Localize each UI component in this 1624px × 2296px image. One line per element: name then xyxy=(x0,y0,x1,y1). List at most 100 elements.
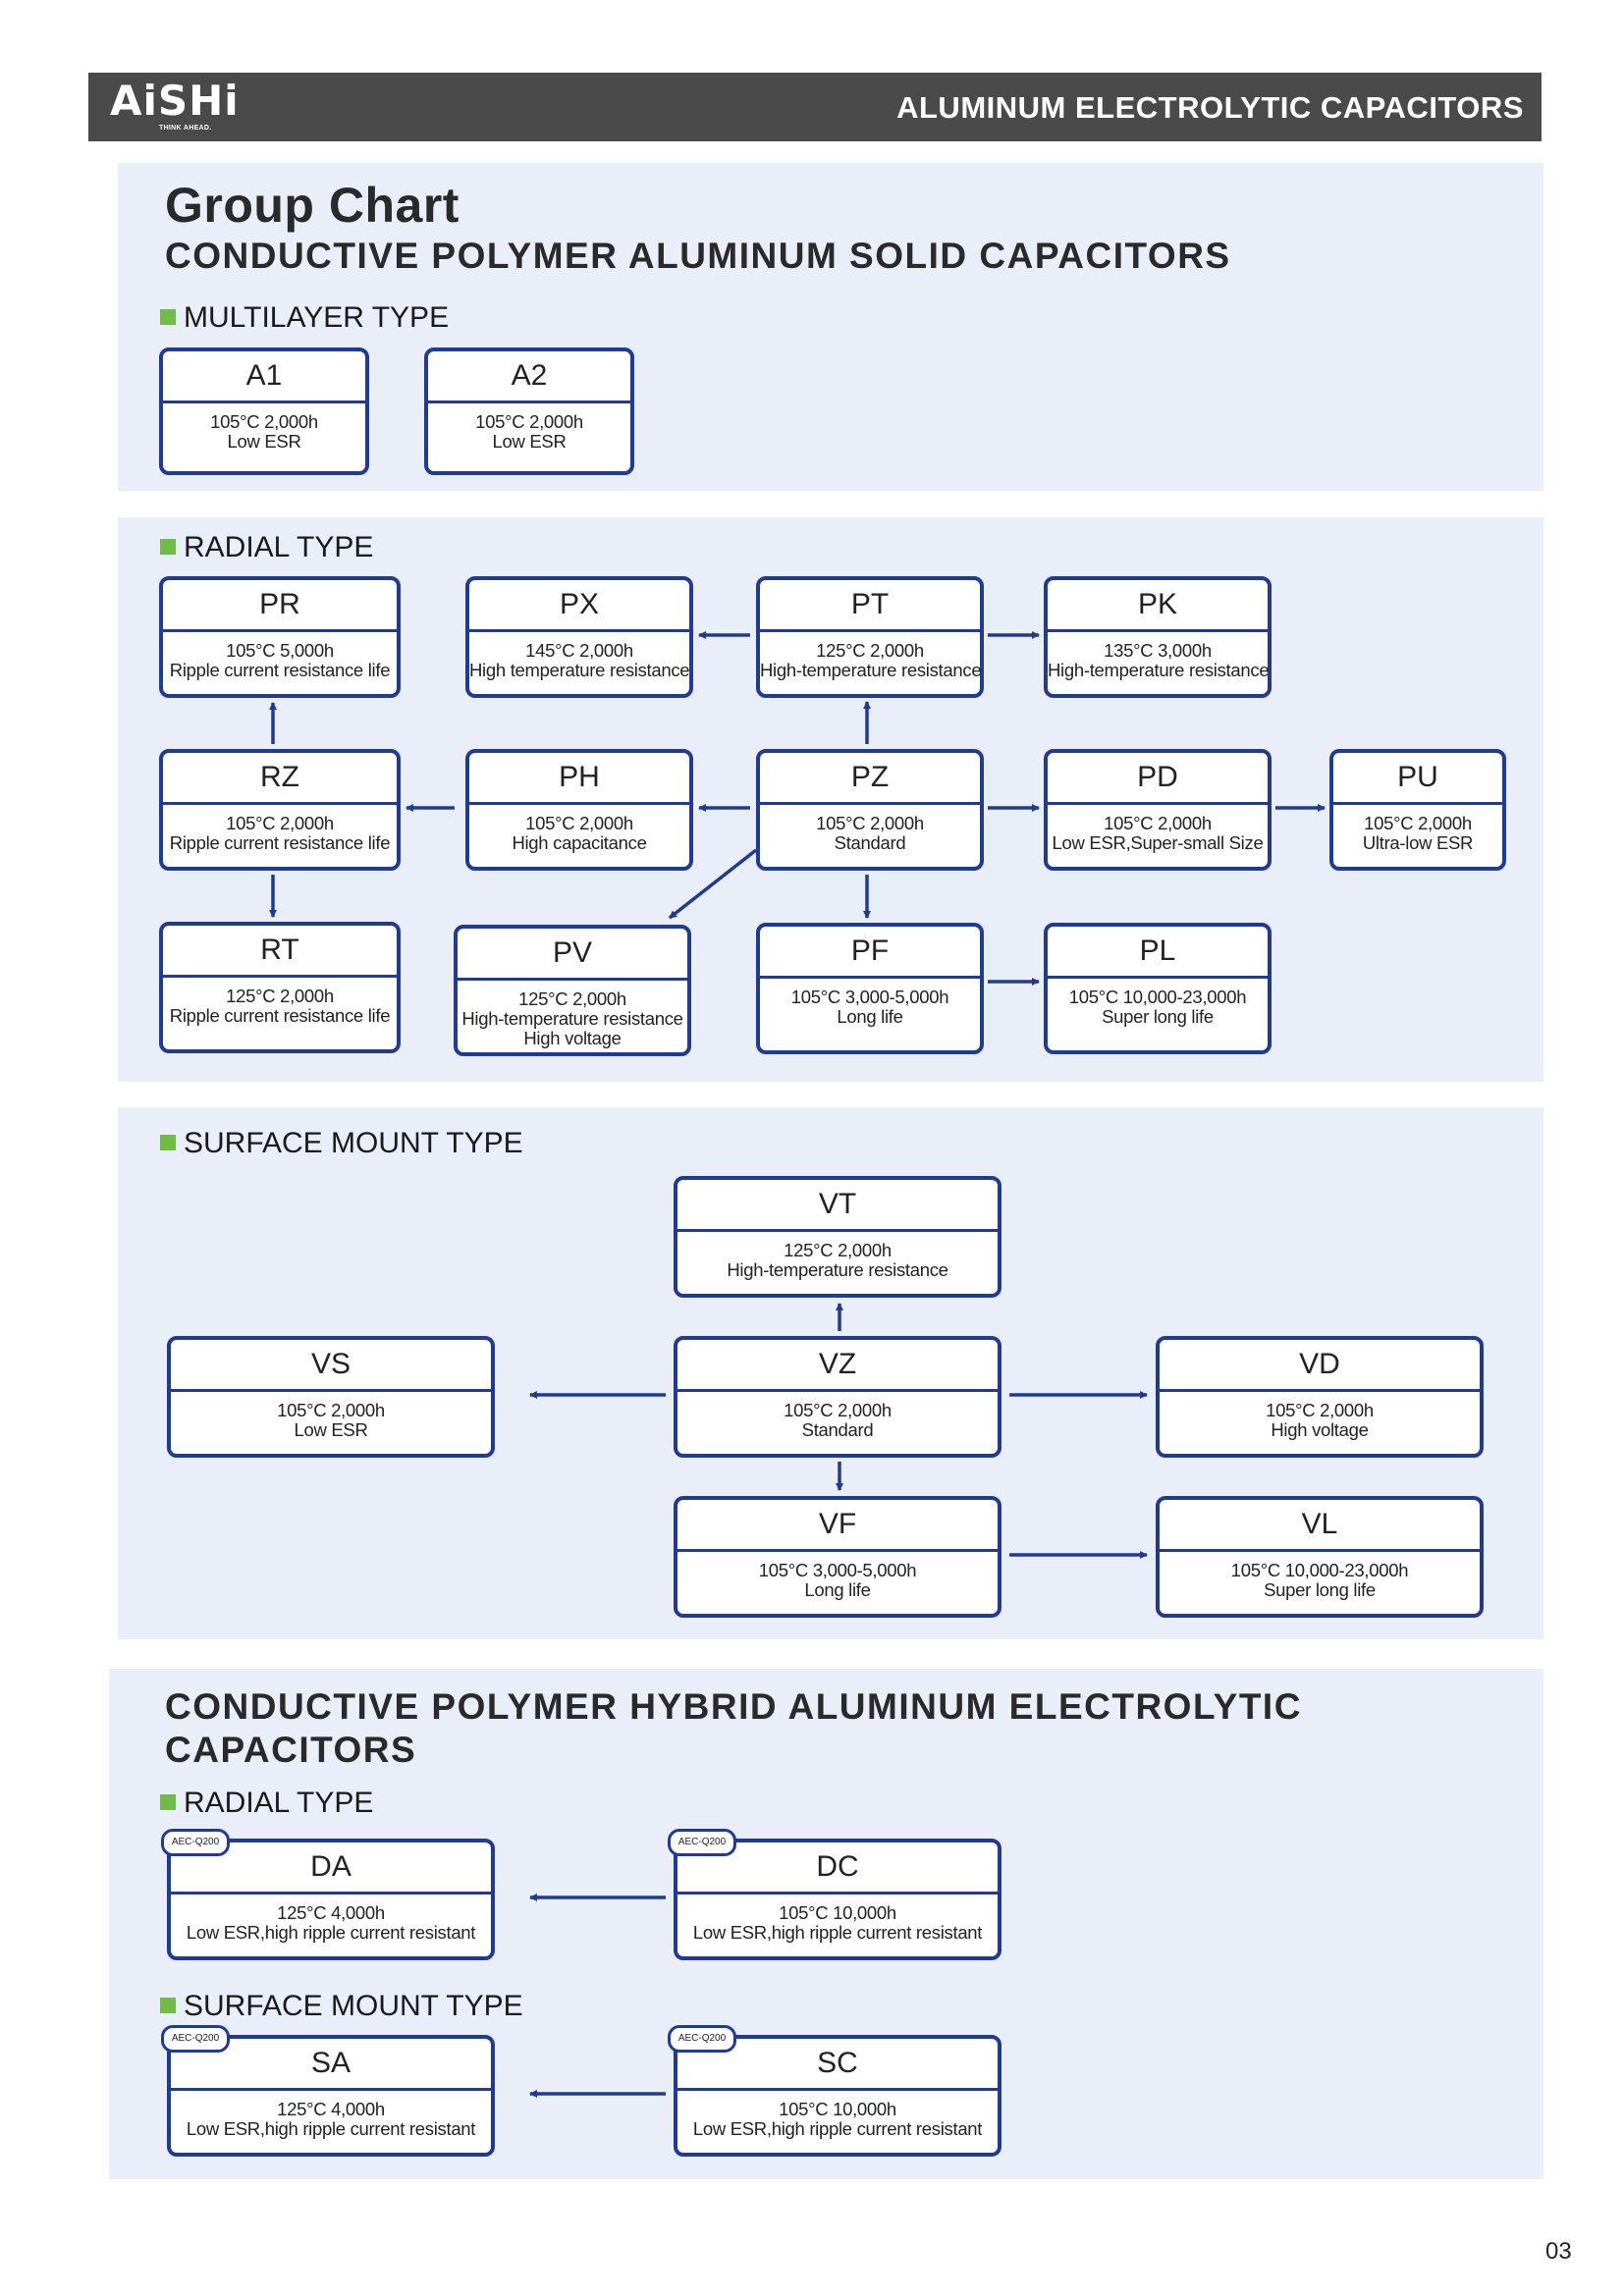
series-code: PV xyxy=(458,929,687,981)
series-box-pu[interactable]: PU 105°C 2,000h Ultra-low ESR xyxy=(1329,749,1506,871)
series-box-vd[interactable]: VD 105°C 2,000h High voltage xyxy=(1156,1336,1484,1458)
section-label-text: RADIAL TYPE xyxy=(184,531,374,563)
series-feature: Long life xyxy=(837,1006,903,1027)
series-rating: 105°C 2,000h xyxy=(1104,813,1212,833)
series-feature: High-temperature resistance xyxy=(461,1008,683,1029)
series-box-pk[interactable]: PK 135°C 3,000h High-temperature resista… xyxy=(1044,576,1272,698)
section-label-text: SURFACE MOUNT TYPE xyxy=(184,1127,523,1159)
series-feature: Super long life xyxy=(1264,1579,1376,1600)
series-feature: Standard xyxy=(834,832,906,853)
series-code: VD xyxy=(1160,1340,1480,1392)
series-box-vf[interactable]: VF 105°C 3,000-5,000h Long life xyxy=(674,1496,1001,1618)
series-code: SA xyxy=(171,2039,491,2091)
smt-label: SURFACE MOUNT TYPE xyxy=(160,1129,523,1158)
series-feature: Low ESR,high ripple current resistant xyxy=(692,1922,983,1943)
series-code: RT xyxy=(163,926,397,978)
aec-q200-badge: AEC-Q200 xyxy=(161,2025,230,2053)
series-rating: 105°C 2,000h xyxy=(816,813,924,833)
series-rating: 105°C 2,000h xyxy=(784,1400,892,1420)
series-box-pv[interactable]: PV 125°C 2,000h High-temperature resista… xyxy=(454,925,691,1056)
series-code: DA xyxy=(171,1842,491,1895)
series-rating: 105°C 10,000h xyxy=(779,2099,896,2119)
series-box-sa[interactable]: AEC-Q200 SA 125°C 4,000h Low ESR,high ri… xyxy=(161,2025,495,2157)
series-rating: 105°C 3,000-5,000h xyxy=(758,1560,917,1580)
series-feature: Low ESR xyxy=(294,1419,368,1440)
series-feature: Ripple current resistance life xyxy=(169,660,391,680)
series-feature: Long life xyxy=(804,1579,871,1600)
solid-heading: CONDUCTIVE POLYMER ALUMINUM SOLID CAPACI… xyxy=(165,236,1231,276)
series-box-vt[interactable]: VT 125°C 2,000h High-temperature resista… xyxy=(674,1176,1001,1298)
series-rating: 105°C 2,000h xyxy=(277,1400,385,1420)
series-box-vl[interactable]: VL 105°C 10,000-23,000h Super long life xyxy=(1156,1496,1484,1618)
series-feature: High-temperature resistance xyxy=(760,660,982,680)
series-code: A2 xyxy=(428,351,630,403)
series-code: VS xyxy=(171,1340,491,1392)
series-code: VZ xyxy=(677,1340,998,1392)
series-rating: 125°C 2,000h xyxy=(784,1240,892,1260)
series-feature: Low ESR,Super-small Size xyxy=(1052,832,1264,853)
series-box-pd[interactable]: PD 105°C 2,000h Low ESR,Super-small Size xyxy=(1044,749,1272,871)
series-box-vz[interactable]: VZ 105°C 2,000h Standard xyxy=(674,1336,1001,1458)
bullet-square xyxy=(160,1135,176,1150)
series-rating: 105°C 2,000h xyxy=(1266,1400,1374,1420)
series-feature: High capacitance xyxy=(512,832,647,853)
hybrid-heading-line1: CONDUCTIVE POLYMER HYBRID ALUMINUM ELECT… xyxy=(165,1686,1302,1727)
section-label-text: SURFACE MOUNT TYPE xyxy=(184,1990,523,2022)
series-box-sc[interactable]: AEC-Q200 SC 105°C 10,000h Low ESR,high r… xyxy=(668,2025,1001,2157)
series-code: VL xyxy=(1160,1500,1480,1552)
series-box-rt[interactable]: RT 125°C 2,000h Ripple current resistanc… xyxy=(159,922,401,1053)
series-rating: 145°C 2,000h xyxy=(525,640,633,661)
series-code: PR xyxy=(163,580,397,632)
series-box-da[interactable]: AEC-Q200 DA 125°C 4,000h Low ESR,high ri… xyxy=(161,1829,495,1960)
series-box-vs[interactable]: VS 105°C 2,000h Low ESR xyxy=(167,1336,495,1458)
series-code: RZ xyxy=(163,753,397,805)
series-rating: 105°C 10,000-23,000h xyxy=(1068,987,1247,1007)
series-box-a2[interactable]: A2 105°C 2,000h Low ESR xyxy=(424,347,634,475)
series-box-dc[interactable]: AEC-Q200 DC 105°C 10,000h Low ESR,high r… xyxy=(668,1829,1001,1960)
series-rating: 125°C 4,000h xyxy=(277,1902,385,1923)
series-feature: High-temperature resistance xyxy=(1048,660,1270,680)
series-code: PX xyxy=(469,580,689,632)
series-box-ph[interactable]: PH 105°C 2,000h High capacitance xyxy=(465,749,693,871)
section-label-text: RADIAL TYPE xyxy=(184,1787,374,1819)
series-feature: Ripple current resistance life xyxy=(169,832,391,853)
series-feature: Low ESR,high ripple current resistant xyxy=(186,2118,476,2139)
series-rating: 125°C 2,000h xyxy=(816,640,924,661)
series-box-pz[interactable]: PZ 105°C 2,000h Standard xyxy=(756,749,984,871)
header-bar: AiSHi THINK AHEAD. ALUMINUM ELECTROLYTIC… xyxy=(88,73,1542,141)
multilayer-label: MULTILAYER TYPE xyxy=(160,303,449,333)
series-rating: 135°C 3,000h xyxy=(1104,640,1212,661)
hybrid-smt-label: SURFACE MOUNT TYPE xyxy=(160,1992,523,2021)
series-feature: Low ESR xyxy=(492,431,567,452)
series-feature: High voltage xyxy=(1271,1419,1369,1440)
series-box-a1[interactable]: A1 105°C 2,000h Low ESR xyxy=(159,347,369,475)
series-code: PL xyxy=(1048,927,1268,979)
series-box-pl[interactable]: PL 105°C 10,000-23,000h Super long life xyxy=(1044,923,1272,1054)
series-code: VF xyxy=(677,1500,998,1552)
series-code: SC xyxy=(677,2039,998,2091)
series-feature: Low ESR,high ripple current resistant xyxy=(692,2118,983,2139)
series-feature: High-temperature resistance xyxy=(727,1259,948,1280)
series-code: PH xyxy=(469,753,689,805)
series-box-px[interactable]: PX 145°C 2,000h High temperature resista… xyxy=(465,576,693,698)
page-number: 03 xyxy=(1545,2238,1572,2265)
series-rating: 105°C 2,000h xyxy=(210,411,318,432)
series-rating: 105°C 2,000h xyxy=(525,813,633,833)
series-feature: Low ESR xyxy=(227,431,301,452)
aec-q200-badge: AEC-Q200 xyxy=(668,1829,736,1856)
series-feature: High voltage xyxy=(523,1028,622,1048)
series-feature: Standard xyxy=(801,1419,874,1440)
series-rating: 105°C 2,000h xyxy=(1364,813,1472,833)
series-box-pr[interactable]: PR 105°C 5,000h Ripple current resistanc… xyxy=(159,576,401,698)
series-box-pf[interactable]: PF 105°C 3,000-5,000h Long life xyxy=(756,923,984,1054)
header-title: ALUMINUM ELECTROLYTIC CAPACITORS xyxy=(896,90,1524,125)
series-box-rz[interactable]: RZ 105°C 2,000h Ripple current resistanc… xyxy=(159,749,401,871)
series-rating: 105°C 10,000h xyxy=(779,1902,896,1923)
series-code: A1 xyxy=(163,351,365,403)
hybrid-heading-line2: CAPACITORS xyxy=(165,1730,417,1770)
series-rating: 105°C 3,000-5,000h xyxy=(790,987,949,1007)
series-box-pt[interactable]: PT 125°C 2,000h High-temperature resista… xyxy=(756,576,984,698)
arrow-pz-to-pv xyxy=(668,848,758,920)
series-rating: 105°C 2,000h xyxy=(475,411,583,432)
